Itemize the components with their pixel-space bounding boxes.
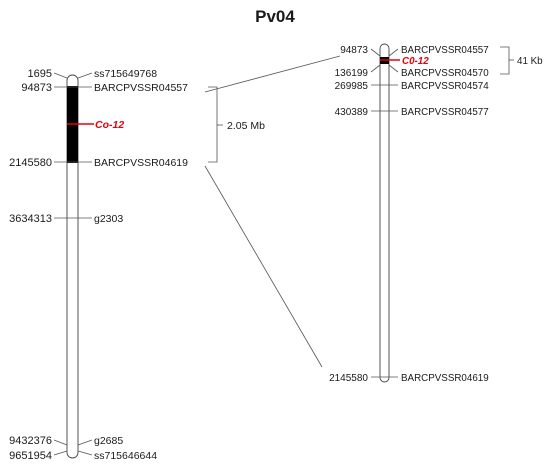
right-marker-name: BARCPVSSR04557 [401, 45, 489, 56]
left-marker-name: BARCPVSSR04619 [94, 157, 188, 169]
right-marker-pos: 430389 [335, 107, 369, 118]
right-marker-pos: 269985 [335, 81, 369, 92]
right-interval-bracket [500, 46, 510, 75]
right-marker-name: BARCPVSSR04577 [401, 107, 489, 118]
left-interval-bracket [208, 86, 218, 163]
left-interval-label: 2.05 Mb [227, 120, 265, 132]
right-chromosome: C0-12 94873 BARCPVSSR04557 136199 BARCPV… [329, 43, 543, 384]
left-marker-pos: 2145580 [9, 157, 52, 169]
left-marker-name: g2303 [94, 213, 123, 225]
left-chromosome: Co-12 1695 ss715649768 94873 BARCPVSSR04… [9, 68, 265, 462]
left-qtl-label: Co-12 [95, 119, 124, 131]
right-interval-label: 41 Kb [517, 56, 543, 67]
right-chromosome-body [379, 43, 390, 383]
right-marker-pos: 2145580 [329, 373, 368, 384]
right-marker-name: BARCPVSSR04570 [401, 68, 489, 79]
left-marker-pos: 9651954 [9, 450, 52, 462]
left-marker-pos: 9432376 [9, 435, 52, 447]
right-marker-pos: 136199 [335, 68, 369, 79]
left-marker-pos: 1695 [28, 68, 52, 80]
left-marker-name: ss715646644 [94, 450, 157, 462]
left-marker-pos: 3634313 [9, 213, 52, 225]
zoom-connector-bottom [204, 165, 323, 368]
right-marker-pos: 94873 [340, 45, 368, 56]
right-marker-name: BARCPVSSR04619 [401, 373, 489, 384]
left-marker-pos: 94873 [21, 82, 52, 94]
figure-title: Pv04 [255, 7, 295, 26]
left-marker-name: ss715649768 [94, 68, 157, 80]
right-marker-name: BARCPVSSR04574 [401, 81, 489, 92]
zoom-connector-top [204, 55, 341, 93]
right-qtl-label: C0-12 [402, 56, 429, 67]
left-marker-name: BARCPVSSR04557 [94, 82, 188, 94]
left-marker-name: g2685 [94, 435, 123, 447]
left-chromosome-body [66, 74, 79, 459]
